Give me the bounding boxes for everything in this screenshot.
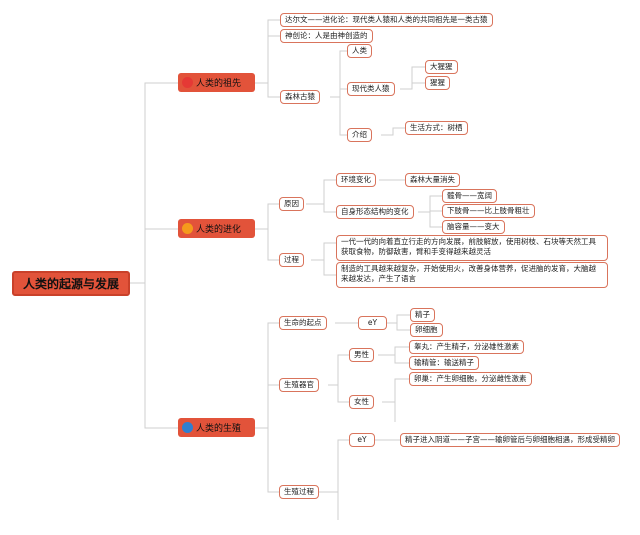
branch-evolution[interactable]: 人类的进化 bbox=[178, 219, 255, 238]
node-life-origin[interactable]: 生命的起点 bbox=[279, 316, 327, 330]
red-circle-icon bbox=[182, 77, 193, 88]
branch-ancestors[interactable]: 人类的祖先 bbox=[178, 73, 255, 92]
node-testis[interactable]: 睾丸：产生精子，分泌雄性激素 bbox=[409, 340, 524, 354]
branch-reproduction[interactable]: 人类的生殖 bbox=[178, 418, 255, 437]
node-lower-limb[interactable]: 下肢骨——比上肢骨粗壮 bbox=[442, 204, 535, 218]
node-modern-apes[interactable]: 现代类人猿 bbox=[347, 82, 395, 96]
node-forest-ape[interactable]: 森林古猿 bbox=[280, 90, 320, 104]
node-forest-decline[interactable]: 森林大量消失 bbox=[405, 173, 460, 187]
node-intro[interactable]: 介绍 bbox=[347, 128, 372, 142]
node-vas-deferens[interactable]: 输精管：输送精子 bbox=[409, 356, 479, 370]
node-brain[interactable]: 脑容量——变大 bbox=[442, 220, 505, 234]
node-creationism[interactable]: 神创论：人是由神创造的 bbox=[280, 29, 373, 43]
node-fertilization-path[interactable]: 精子进入阴道——子宫——输卵管后与卵细胞相遇，形成受精卵 bbox=[400, 433, 620, 447]
node-process[interactable]: 过程 bbox=[279, 253, 304, 267]
node-fertilized-egg[interactable]: eY bbox=[358, 316, 387, 330]
branch-label: 人类的祖先 bbox=[196, 79, 242, 89]
node-egg-cell[interactable]: 卵细胞 bbox=[410, 323, 443, 337]
node-process-2[interactable]: 制造的工具越来越复杂，开始使用火，改善身体营养，促进脑的发育，大脑越来越发达，产… bbox=[336, 262, 608, 288]
root-topic[interactable]: 人类的起源与发展 bbox=[12, 271, 130, 296]
node-orangutan[interactable]: 猩猩 bbox=[425, 76, 450, 90]
node-sperm[interactable]: 精子 bbox=[410, 308, 435, 322]
node-ovary[interactable]: 卵巢：产生卵细胞，分泌雌性激素 bbox=[409, 372, 532, 386]
node-darwin[interactable]: 达尔文——进化论：现代类人猿和人类的共同祖先是一类古猿 bbox=[280, 13, 493, 27]
node-hip-bone[interactable]: 髋骨——宽阔 bbox=[442, 189, 497, 203]
node-organs[interactable]: 生殖器官 bbox=[279, 378, 319, 392]
blue-circle-icon bbox=[182, 422, 193, 433]
branch-label: 人类的进化 bbox=[196, 225, 242, 235]
node-male[interactable]: 男性 bbox=[349, 348, 374, 362]
node-female[interactable]: 女性 bbox=[349, 395, 374, 409]
node-gorilla[interactable]: 大猩猩 bbox=[425, 60, 458, 74]
node-process-1[interactable]: 一代一代的向着直立行走的方向发展，前肢解放，使用树枝、石块等天然工具获取食物，防… bbox=[336, 235, 608, 261]
node-repro-process[interactable]: 生殖过程 bbox=[279, 485, 319, 499]
node-env-change[interactable]: 环境变化 bbox=[336, 173, 376, 187]
node-process-ey[interactable]: eY bbox=[349, 433, 375, 447]
branch-label: 人类的生殖 bbox=[196, 424, 242, 434]
node-lifestyle[interactable]: 生活方式：树栖 bbox=[405, 121, 468, 135]
orange-circle-icon bbox=[182, 223, 193, 234]
node-body-change[interactable]: 自身形态结构的变化 bbox=[336, 205, 414, 219]
node-cause[interactable]: 原因 bbox=[279, 197, 304, 211]
node-human[interactable]: 人类 bbox=[347, 44, 372, 58]
